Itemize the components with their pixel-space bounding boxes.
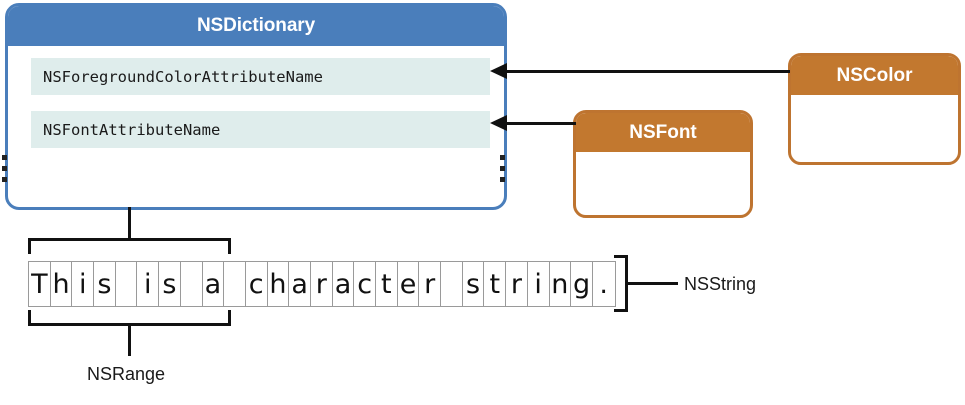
nsstring-label: NSString <box>684 274 757 294</box>
nsfont-title: NSFont <box>576 113 750 152</box>
nscolor-box: NSColor <box>788 53 961 165</box>
character-cell: i <box>137 262 160 306</box>
nsstring-bracket-right <box>614 255 628 312</box>
character-cell: h <box>268 262 290 306</box>
character-cell: i <box>528 262 550 306</box>
vertical-ellipsis-icon-right <box>500 155 505 184</box>
nsfont-connector-line <box>504 122 576 125</box>
nsrange-leader-line <box>128 323 131 356</box>
character-cell: c <box>354 262 376 306</box>
character-cell: r <box>419 262 442 306</box>
character-cell: a <box>333 262 355 306</box>
character-cell: . <box>599 268 609 300</box>
character-cell <box>224 262 246 306</box>
character-cell: h <box>51 262 73 306</box>
nscolor-arrowhead-icon <box>490 63 507 79</box>
nsrange-label: NSRange <box>87 364 166 384</box>
nsstring-leader-line <box>628 282 678 285</box>
nsdictionary-key-row-font: NSFontAttributeName <box>31 111 490 148</box>
nsdictionary-key-label: NSForegroundColorAttributeName <box>43 67 323 86</box>
character-cell: r <box>311 262 333 306</box>
character-cell: s <box>463 262 485 306</box>
nscolor-title: NSColor <box>791 56 958 95</box>
character-cell: i <box>72 262 95 306</box>
character-cell: r <box>506 262 528 306</box>
character-cell <box>181 262 203 306</box>
character-cell: s <box>159 262 181 306</box>
nsdictionary-title: NSDictionary <box>8 6 504 46</box>
nsdictionary-key-row-foregroundcolor: NSForegroundColorAttributeName <box>31 58 490 95</box>
range-bracket-top <box>28 238 231 254</box>
nsfont-arrowhead-icon <box>490 115 507 131</box>
character-cell: t <box>376 262 398 306</box>
character-cell: a <box>203 262 225 306</box>
character-cell: T <box>29 262 51 306</box>
nsdictionary-key-label: NSFontAttributeName <box>43 120 221 139</box>
character-cell: g <box>571 262 593 306</box>
character-cell: t <box>484 262 507 306</box>
nscolor-connector-line <box>504 70 790 73</box>
character-cell: a <box>289 262 311 306</box>
nsfont-box: NSFont <box>573 110 753 218</box>
character-cell <box>441 262 463 306</box>
nsdictionary-box: NSDictionary NSForegroundColorAttributeN… <box>5 3 507 210</box>
character-cell: e <box>398 262 420 306</box>
vertical-ellipsis-icon-left <box>2 155 7 184</box>
character-cell <box>116 262 138 306</box>
dictionary-to-range-connector <box>128 207 131 241</box>
character-cell: c <box>246 262 268 306</box>
character-cell: n <box>550 262 572 306</box>
character-cell: s <box>94 262 116 306</box>
